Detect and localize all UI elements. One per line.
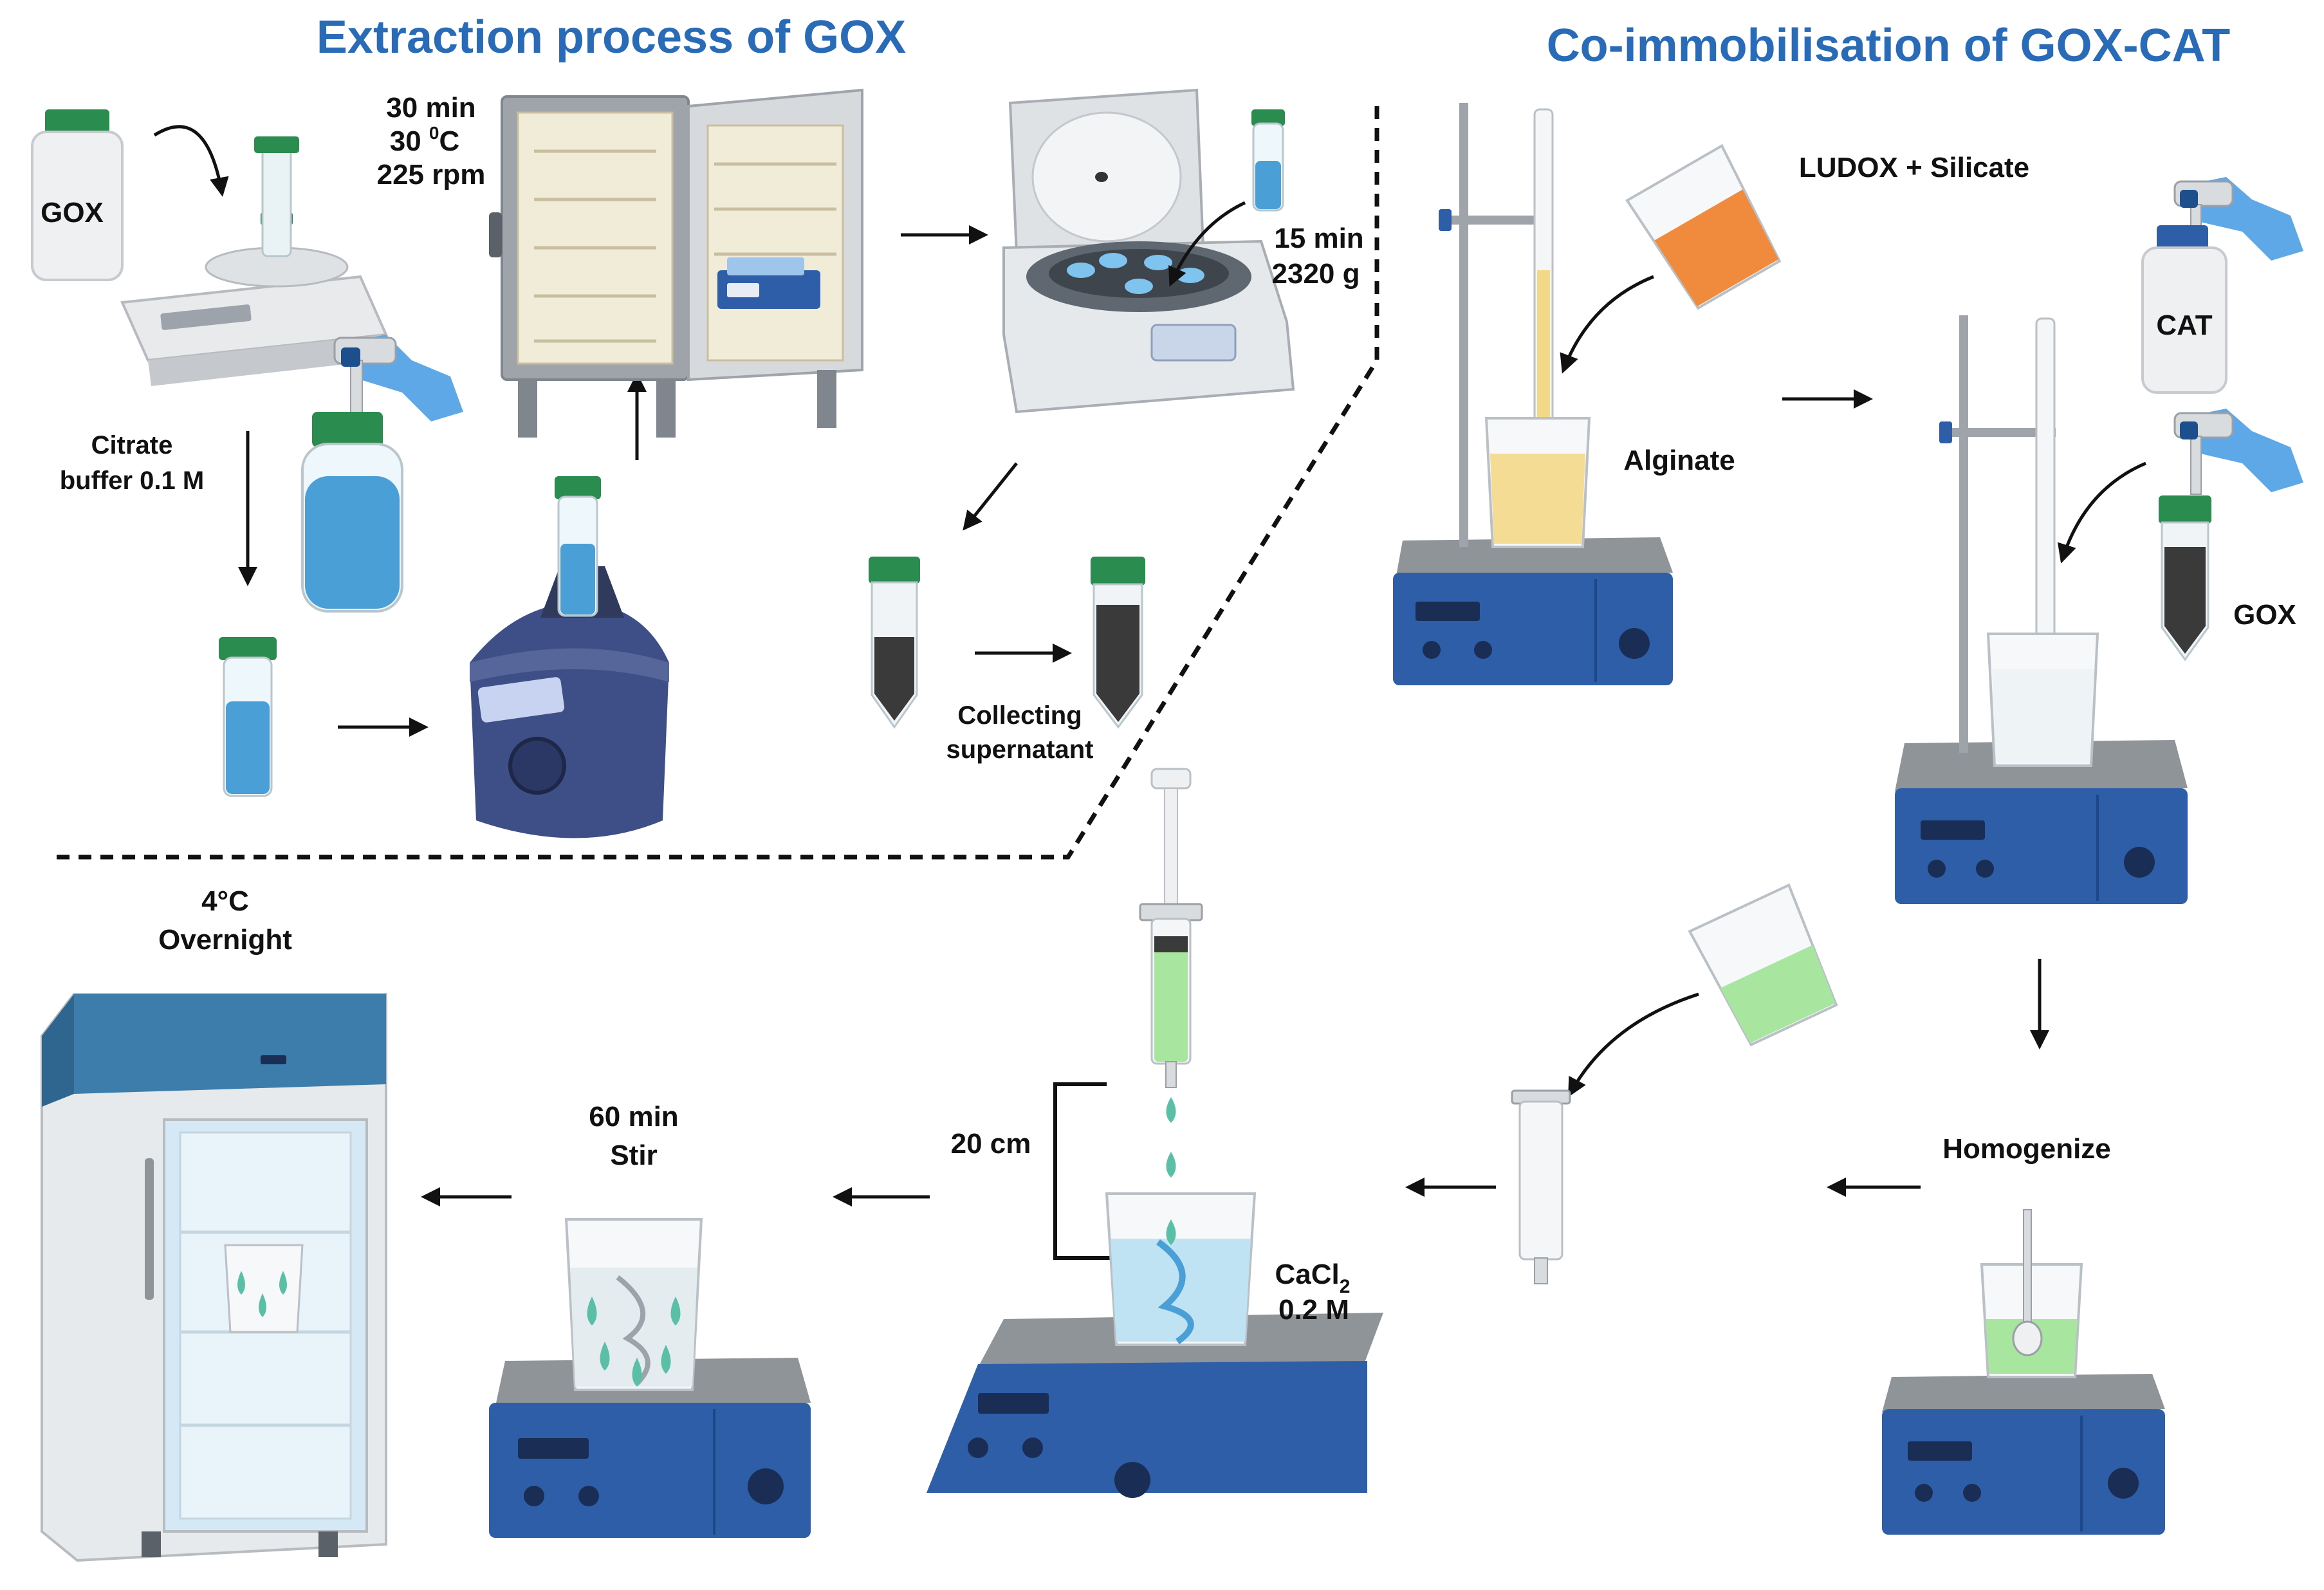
pipette-icon	[2173, 409, 2303, 495]
vortex-icon	[470, 476, 669, 838]
cacl-base: CaCl	[1275, 1259, 1340, 1290]
burette-icon	[1533, 108, 1554, 458]
fridge-time-label: Overnight	[158, 924, 292, 956]
beaker-icon	[564, 1218, 703, 1391]
collecting-label-line1: Collecting	[957, 701, 1082, 730]
buffer-jar-icon	[301, 412, 403, 613]
stir-plate-icon	[1882, 1374, 2165, 1535]
incubator-icon	[489, 88, 863, 438]
cacl-conc-label: 0.2 M	[1278, 1294, 1349, 1326]
beaker-icon	[1625, 143, 1782, 310]
falcon-tube-icon	[1251, 109, 1285, 212]
collecting-label-line2: supernatant	[946, 735, 1094, 764]
incubation-temp-value: 30	[390, 125, 429, 157]
arrow-icon	[2057, 461, 2146, 564]
beaker-icon	[1688, 883, 1838, 1047]
fridge-temp-label: 4°C	[201, 885, 249, 917]
refrigerator-icon	[41, 993, 387, 1562]
incubation-temp-label: 30 0C	[390, 123, 460, 157]
incubation-temp-superscript: 0	[429, 123, 439, 143]
stir-plate-icon	[489, 1358, 811, 1538]
homogenize-label: Homogenize	[1942, 1133, 2111, 1165]
coimmobilisation-title: Co-immobilisation of GOX-CAT	[1547, 20, 2231, 71]
arrow-icon	[1568, 992, 1699, 1098]
ludox-label: LUDOX + Silicate	[1799, 152, 2029, 183]
centrifuge-time-label: 15 min	[1274, 223, 1363, 254]
beaker-icon	[1980, 1209, 2083, 1378]
arrow-icon	[153, 125, 229, 197]
arrow-icon	[1168, 201, 1246, 287]
balance-icon	[120, 136, 388, 386]
extraction-title: Extraction process of GOX	[317, 12, 906, 63]
gox-bottle-label: GOX	[41, 197, 104, 228]
distance-label: 20 cm	[951, 1128, 1031, 1160]
stir-plate-icon	[1393, 537, 1673, 685]
cat-bottle-label: CAT	[2156, 310, 2212, 341]
citrate-label-line1: Citrate	[91, 431, 173, 459]
falcon-tube-icon	[869, 557, 920, 729]
distance-bracket	[1053, 1082, 1110, 1260]
burette-icon	[2035, 317, 2056, 680]
stir-label: Stir	[610, 1140, 657, 1171]
tube-icon	[219, 637, 277, 797]
retort-stand-icon	[1939, 315, 2056, 753]
incubation-temp-unit: C	[439, 125, 459, 157]
arrow-icon	[1560, 275, 1654, 374]
beaker-icon	[1484, 417, 1591, 548]
syringe-icon	[1139, 768, 1203, 1178]
beaker-icon	[1105, 1192, 1257, 1346]
incubation-time-label: 30 min	[386, 92, 475, 124]
falcon-tube-icon	[2159, 495, 2211, 661]
retort-stand-icon	[1439, 103, 1551, 547]
syringe-icon	[1511, 1089, 1571, 1284]
cacl-subscript: 2	[1340, 1276, 1351, 1297]
centrifuge-force-label: 2320 g	[1272, 258, 1360, 290]
beaker-icon	[1986, 633, 2099, 767]
centrifuge-icon	[1002, 88, 1295, 414]
cacl-label: CaCl2	[1275, 1259, 1351, 1297]
citrate-label-line2: buffer 0.1 M	[60, 467, 204, 495]
pipette-icon	[2173, 177, 2303, 261]
gox-bottle-icon: GOX	[31, 109, 124, 281]
incubation-rpm-label: 225 rpm	[377, 159, 486, 190]
falcon-tube-icon	[1091, 557, 1145, 729]
arrow-icon	[963, 462, 1018, 531]
alginate-label: Alginate	[1623, 445, 1735, 476]
cat-bottle-icon: CAT	[2141, 225, 2227, 394]
gox-tube-label: GOX	[2233, 599, 2296, 631]
stir-time-label: 60 min	[589, 1101, 678, 1132]
